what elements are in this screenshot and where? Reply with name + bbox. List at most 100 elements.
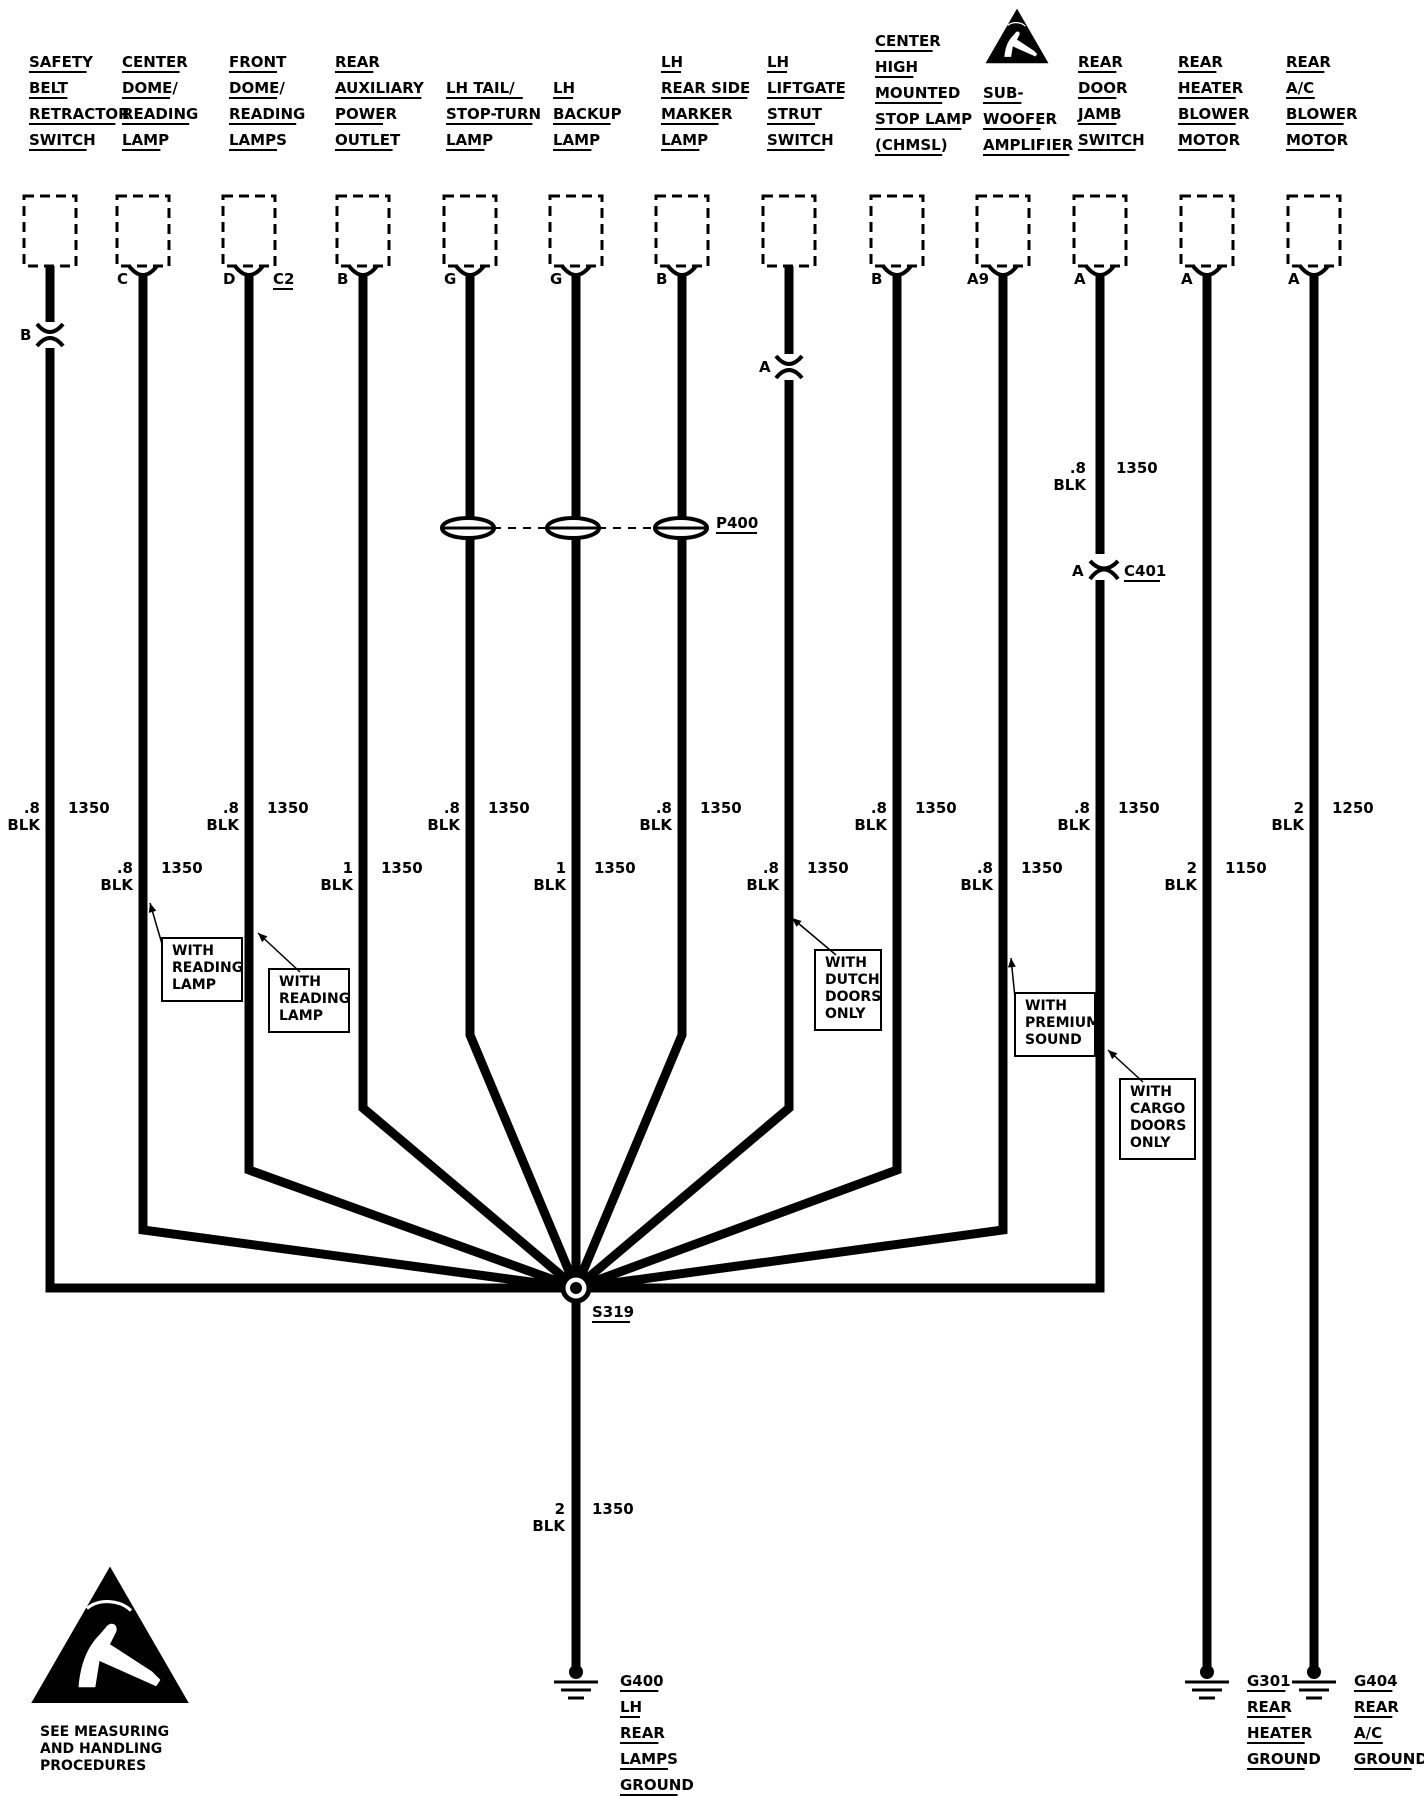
component-label-line: STOP LAMP — [875, 110, 972, 128]
wire-c4 — [358, 276, 579, 1292]
svg-text:WITH: WITH — [825, 955, 867, 971]
pin-letter: G — [550, 270, 562, 288]
wire-c9 — [574, 276, 902, 1293]
ground-label-line: G301 — [1247, 1672, 1291, 1690]
svg-text:BLK: BLK — [1053, 476, 1087, 494]
svg-text:LAMP: LAMP — [279, 1008, 323, 1024]
component-label-line: REAR SIDE — [661, 79, 750, 97]
wire-c5 — [465, 276, 581, 1290]
wire-c8 — [573, 276, 794, 1292]
svg-text:1350: 1350 — [1116, 459, 1158, 477]
svg-text:1350: 1350 — [700, 799, 742, 817]
pin-letter: B — [337, 270, 348, 288]
svg-text:1350: 1350 — [915, 799, 957, 817]
svg-text:1350: 1350 — [267, 799, 309, 817]
component-label-line: HIGH — [875, 58, 918, 76]
component-label-line: CENTER — [122, 53, 188, 71]
component-label-line: DOOR — [1078, 79, 1128, 97]
svg-text:BLK: BLK — [532, 1517, 566, 1535]
main-wire-label: 2 BLK 1350 — [532, 1500, 633, 1535]
wire-c1 — [45, 276, 576, 1293]
svg-text:BLK: BLK — [854, 816, 888, 834]
component-label-line: BLOWER — [1178, 105, 1250, 123]
connector-box — [1072, 194, 1128, 268]
svg-text:.8: .8 — [223, 799, 239, 817]
component-label-line: REAR — [1078, 53, 1123, 71]
svg-text:BLK: BLK — [1164, 876, 1198, 894]
pin-c5: G — [444, 264, 486, 288]
svg-text:DOORS: DOORS — [1130, 1118, 1186, 1134]
component-label-line: DOME/ — [229, 79, 285, 97]
svg-text:.8: .8 — [763, 859, 779, 877]
ground-label-line: GROUND — [1354, 1750, 1424, 1768]
svg-text:.8: .8 — [977, 859, 993, 877]
pin-c11: A — [1074, 264, 1116, 288]
component-label-line: READING — [122, 105, 198, 123]
svg-text:.8: .8 — [444, 799, 460, 817]
svg-text:.8: .8 — [871, 799, 887, 817]
svg-text:BLK: BLK — [746, 876, 780, 894]
svg-text:BLK: BLK — [320, 876, 354, 894]
svg-text:ONLY: ONLY — [825, 1006, 866, 1022]
pin-letter: A9 — [967, 270, 989, 288]
pin-c1: B — [20, 266, 65, 348]
component-label-line: AMPLIFIER — [983, 136, 1074, 154]
ground-label-line: REAR — [620, 1724, 665, 1742]
svg-text:SOUND: SOUND — [1025, 1032, 1082, 1048]
component-label-line: LAMP — [553, 131, 600, 149]
svg-text:1350: 1350 — [594, 859, 636, 877]
p400-label: P400 — [716, 514, 758, 532]
component-label-line: REAR — [335, 53, 380, 71]
svg-text:.8: .8 — [656, 799, 672, 817]
component-label-line: STRUT — [767, 105, 823, 123]
component-label-line: MOUNTED — [875, 84, 960, 102]
pin-letter: C — [117, 270, 128, 288]
pin-c12: A — [1181, 264, 1223, 288]
pin-c13: A — [1288, 264, 1330, 288]
svg-text:.8: .8 — [24, 799, 40, 817]
connector-box — [22, 194, 78, 268]
component-label-line: BLOWER — [1286, 105, 1358, 123]
component-label-line: A/C — [1286, 79, 1314, 97]
ground-label-line: HEATER — [1247, 1724, 1313, 1742]
component-label-line: LIFTGATE — [767, 79, 846, 97]
pin-letter: G — [444, 270, 456, 288]
upper-wire-label: .8 BLK 1350 — [1053, 459, 1157, 494]
pin-c7: B — [656, 264, 698, 288]
connector-box — [1179, 194, 1235, 268]
component-label-line: SWITCH — [767, 131, 834, 149]
component-label-line: SUB- — [983, 84, 1024, 102]
connector-box — [115, 194, 171, 268]
svg-text:1: 1 — [343, 859, 353, 877]
c401-pin: A — [1072, 562, 1084, 580]
svg-text:BLK: BLK — [1057, 816, 1091, 834]
svg-text:1350: 1350 — [592, 1500, 634, 1518]
svg-text:BLK: BLK — [100, 876, 134, 894]
pin-letter: A — [1074, 270, 1086, 288]
svg-text:1350: 1350 — [1118, 799, 1160, 817]
wire-c3 — [244, 276, 578, 1293]
connector-box — [548, 194, 604, 268]
component-label-line: LH — [767, 53, 789, 71]
pin-c6: G — [550, 264, 592, 288]
svg-text:BLK: BLK — [427, 816, 461, 834]
component-label-line: DOME/ — [122, 79, 178, 97]
connector-box — [975, 194, 1031, 268]
c401-label: C401 — [1124, 562, 1166, 580]
svg-text:2: 2 — [555, 1500, 565, 1518]
svg-text:1: 1 — [556, 859, 566, 877]
ground-label-line: REAR — [1247, 1698, 1292, 1716]
ground-label-line: A/C — [1354, 1724, 1382, 1742]
